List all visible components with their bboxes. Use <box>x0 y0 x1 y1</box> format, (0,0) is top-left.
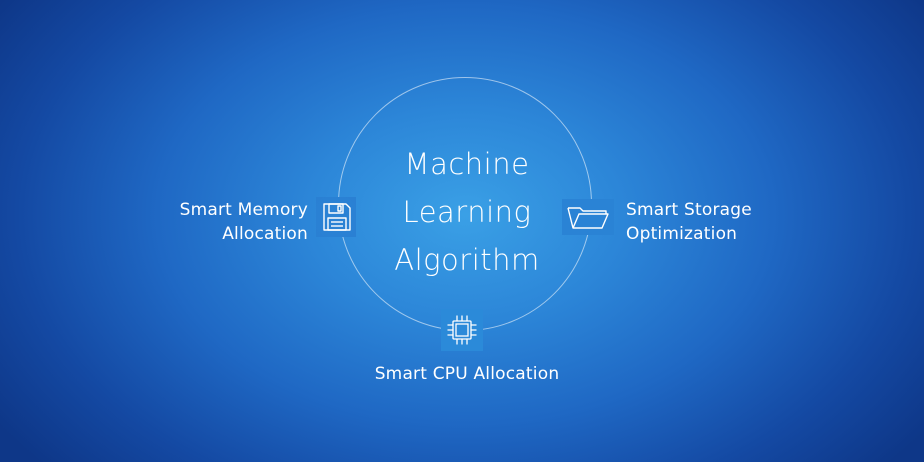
node-storage-line-2: Optimization <box>626 224 738 244</box>
folder-icon <box>566 204 610 230</box>
cpu-chip-icon <box>444 312 480 348</box>
center-title-line-2: Learning <box>402 195 532 229</box>
node-cpu-label: Smart CPU Allocation <box>300 362 634 386</box>
node-memory-line-1: Smart Memory <box>179 200 308 220</box>
node-memory-label: Smart Memory Allocation <box>180 198 308 246</box>
node-memory-line-2: Allocation <box>222 224 308 244</box>
center-title: Machine Learning Algorithm <box>340 140 594 284</box>
node-cpu-line-1: Smart CPU Allocation <box>374 364 560 384</box>
node-storage-line-1: Smart Storage <box>626 200 752 220</box>
floppy-disk-icon <box>321 201 353 233</box>
node-storage-label: Smart Storage Optimization <box>626 198 752 246</box>
center-title-line-3: Algorithm <box>394 243 540 277</box>
center-title-line-1: Machine <box>404 147 530 181</box>
